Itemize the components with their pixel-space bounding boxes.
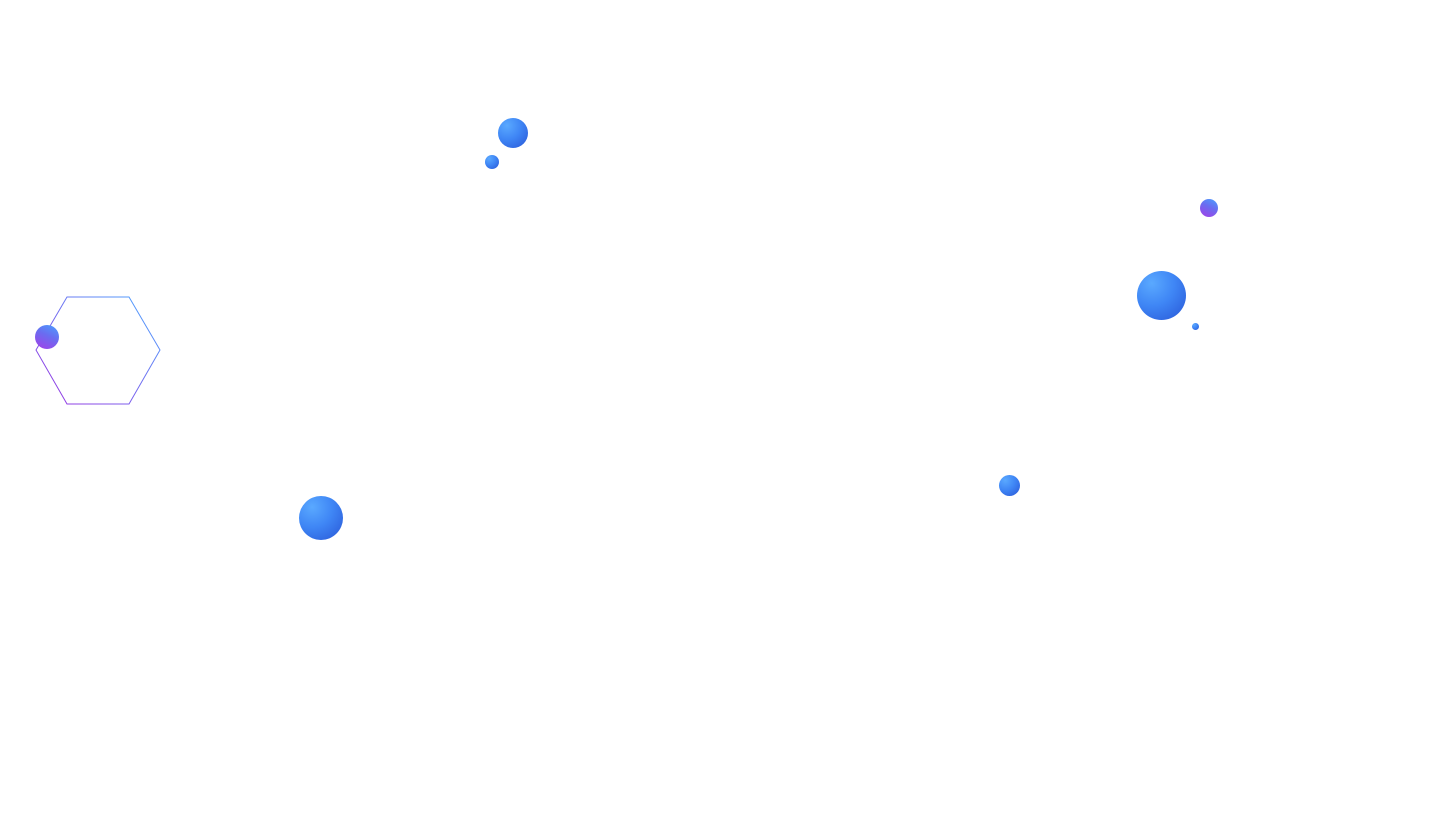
blue-bubble [1192, 323, 1199, 330]
violet-bubble [35, 325, 59, 349]
blue-bubble [999, 475, 1020, 496]
blue-bubble [498, 118, 528, 148]
blue-bubble [1137, 271, 1186, 320]
blue-bubble [299, 496, 343, 540]
violet-bubble [1200, 199, 1218, 217]
blue-bubble [485, 155, 499, 169]
hexagon-outline [35, 296, 161, 405]
hexagon-shape [35, 296, 161, 405]
